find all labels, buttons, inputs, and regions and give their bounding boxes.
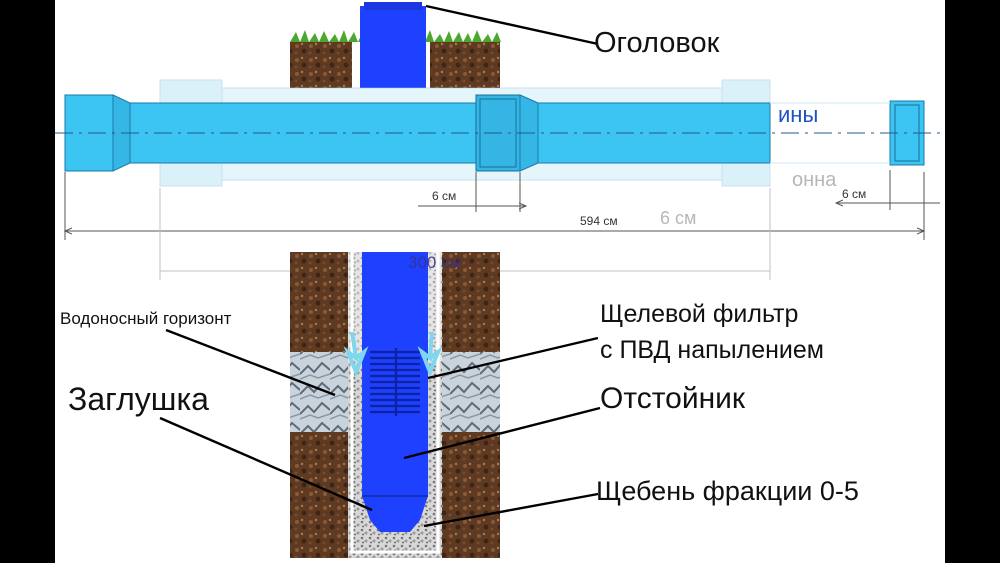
dim-total-length: 594 см xyxy=(580,214,618,228)
top-soil-block xyxy=(290,2,501,88)
label-gravel: Щебень фракции 0-5 xyxy=(596,476,859,506)
water-arrow-right xyxy=(417,331,443,378)
label-sump: Отстойник xyxy=(600,382,746,415)
dim-socket-left: 6 см xyxy=(432,189,456,203)
leader-lines xyxy=(159,4,601,528)
dim-lower-length: 300 см xyxy=(408,253,461,272)
well-cross-section xyxy=(290,252,500,558)
label-plug: Заглушка xyxy=(68,381,209,417)
ghost-text-a: ины xyxy=(778,102,818,127)
filter-slots xyxy=(370,348,420,416)
label-filter-line1: Щелевой фильтр xyxy=(600,300,798,328)
label-filter-line2: с ПВД напылением xyxy=(600,336,824,364)
ghost-text-b: онна xyxy=(792,169,837,191)
dim-ghost-length: 6 см xyxy=(660,208,696,228)
water-arrow-left xyxy=(343,331,369,378)
dim-socket-right: 6 см xyxy=(842,187,866,201)
label-head: Оголовок xyxy=(594,27,720,59)
label-aquifer: Водоносный горизонт xyxy=(60,309,232,328)
horizontal-pipe xyxy=(55,94,940,172)
